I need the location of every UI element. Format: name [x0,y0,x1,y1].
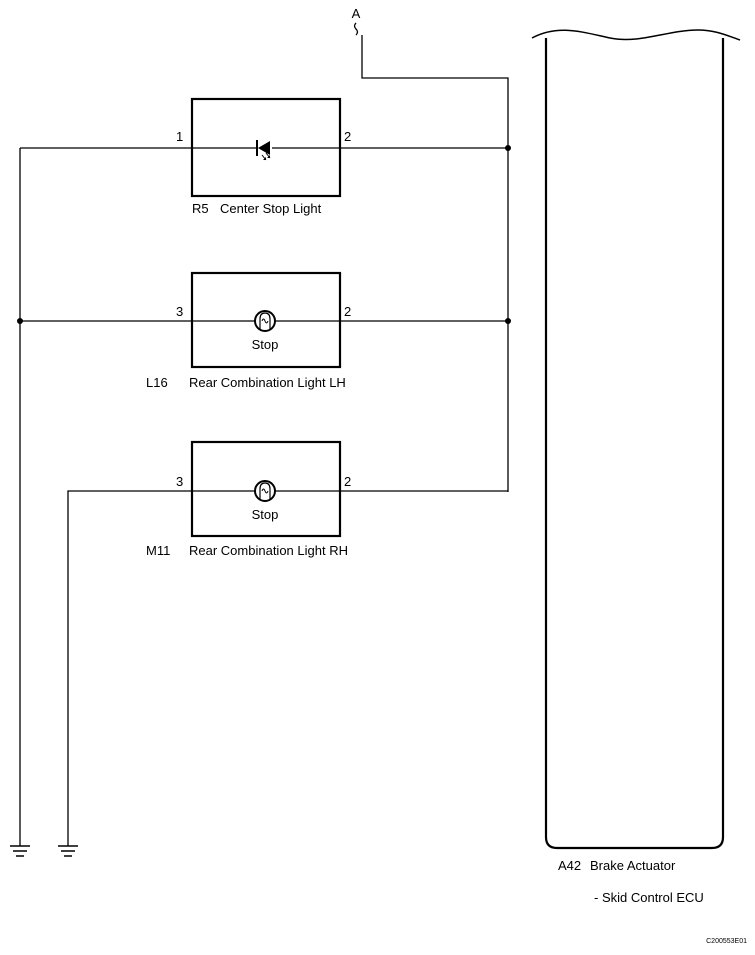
junction-dot [505,318,511,324]
center-stop-light-name: Center Stop Light [220,201,322,216]
brake-actuator-name: Brake Actuator [590,858,676,873]
center-stop-light: 1 2 R5 Center Stop Light [20,97,508,216]
rear-light-lh-pin-2: 2 [344,304,351,319]
center-stop-light-code: R5 [192,201,209,216]
brake-actuator-subname: - Skid Control ECU [594,890,704,905]
junction-dot [505,145,511,151]
brake-actuator-break-line [531,29,741,41]
led-icon [256,140,271,161]
rear-light-lh-box [190,271,342,369]
junction-dot [17,318,23,324]
ground-icon [58,845,78,857]
connector-a-break-symbol [353,22,359,36]
rear-light-rh: Stop 3 2 M11 Rear Combination Light RH [67,440,508,846]
rear-light-rh-code: M11 [146,543,170,558]
rear-light-rh-box [190,440,342,538]
brake-actuator-box [544,38,725,850]
rear-light-rh-bulb-label: Stop [252,507,279,522]
rear-light-lh-pin-3: 3 [176,304,183,319]
brake-actuator-code: A42 [558,858,581,873]
rear-light-rh-name: Rear Combination Light RH [189,543,348,558]
rear-light-lh: Stop 3 2 L16 Rear Combination Light LH [20,271,508,390]
center-stop-light-pin-2: 2 [344,129,351,144]
bulb-icon-lh [254,310,276,332]
wire-feed-a [361,35,509,492]
wire-rh [67,490,508,846]
connector-a-label: A [352,6,361,21]
rear-light-lh-bulb-label: Stop [252,337,279,352]
bulb-icon-rh [254,480,276,502]
rear-light-lh-name: Rear Combination Light LH [189,375,346,390]
rear-light-lh-code: L16 [146,375,168,390]
brake-actuator: A42 Brake Actuator - Skid Control ECU [531,29,741,905]
ground-icon [10,845,30,857]
rear-light-rh-pin-2: 2 [344,474,351,489]
rear-light-rh-pin-3: 3 [176,474,183,489]
center-stop-light-pin-1: 1 [176,129,183,144]
figure-id: C200553E01 [706,938,747,945]
